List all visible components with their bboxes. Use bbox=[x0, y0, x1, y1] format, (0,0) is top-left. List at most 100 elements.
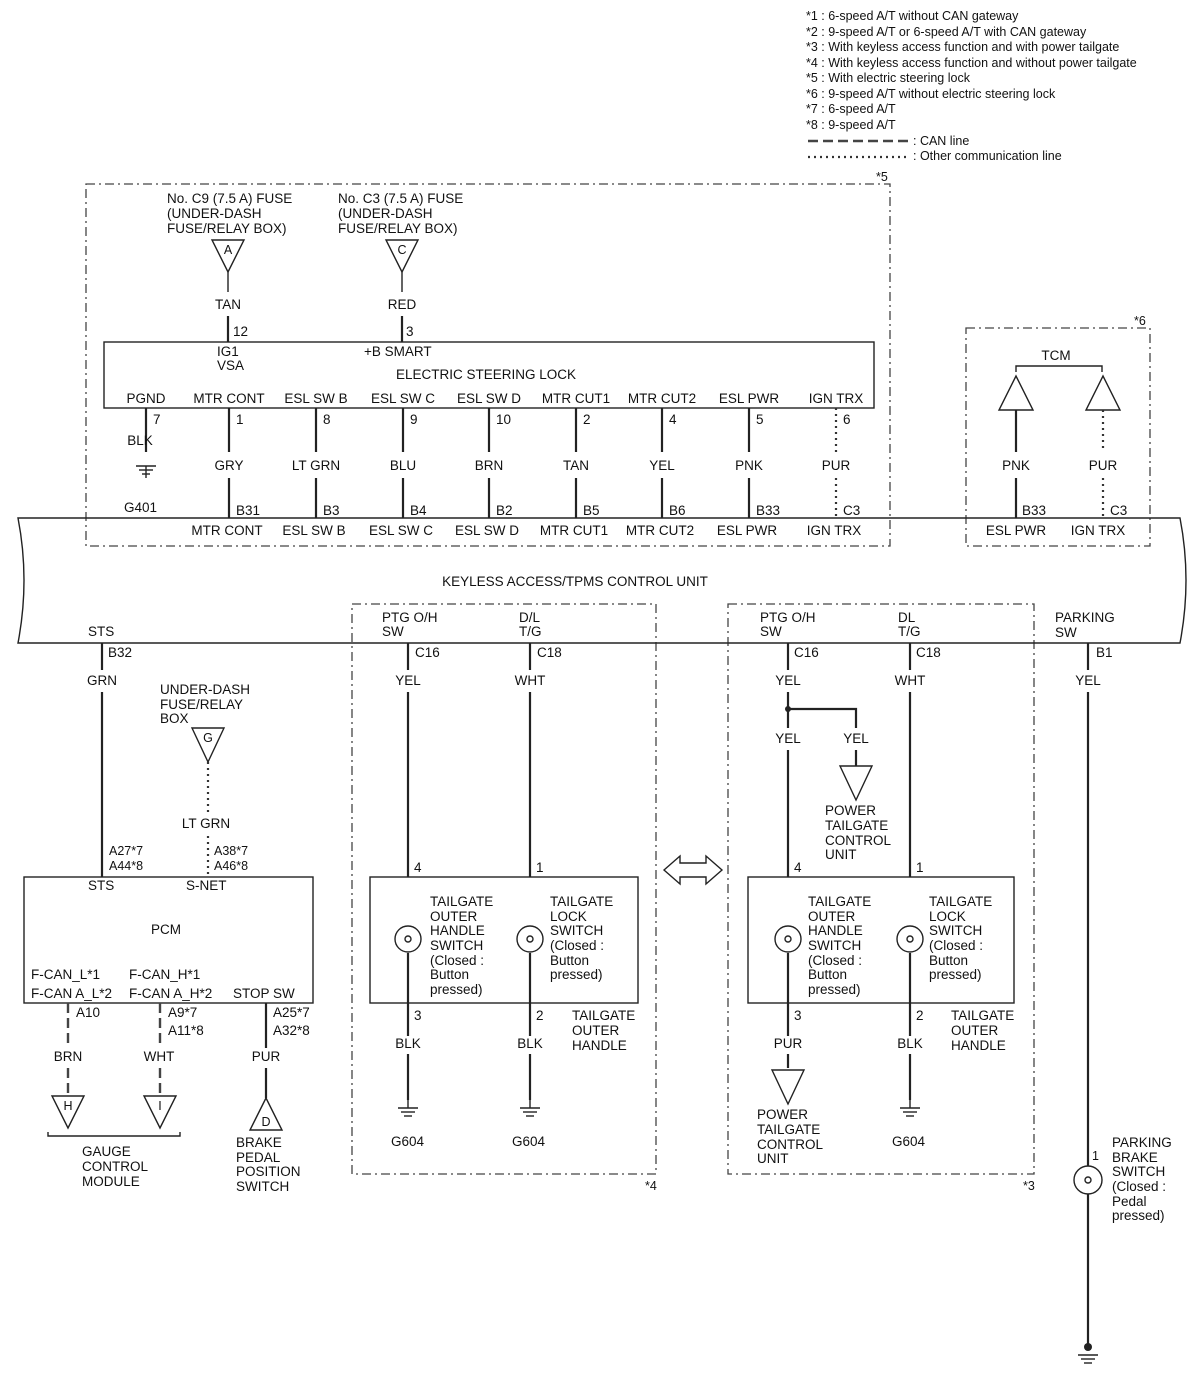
ground-g401: G401 bbox=[124, 465, 157, 515]
pin-number: A27*7 bbox=[109, 844, 143, 858]
switch-label: OUTER bbox=[430, 909, 478, 924]
pin-number: 2 bbox=[583, 412, 591, 427]
wire-color: GRY bbox=[214, 458, 243, 473]
device-label: HANDLE bbox=[951, 1038, 1006, 1053]
fuse-label: BOX bbox=[160, 711, 189, 726]
pin-number: C3 bbox=[1110, 503, 1127, 518]
pin-number: B31 bbox=[236, 503, 260, 518]
ground-label: G604 bbox=[892, 1134, 926, 1149]
pin-number: B2 bbox=[496, 503, 513, 518]
pcm-terminal-label: STOP SW bbox=[233, 986, 295, 1001]
pin-number: 4 bbox=[669, 412, 677, 427]
device-label: GAUGE bbox=[82, 1144, 131, 1159]
fuse-label: FUSE/RELAY BOX) bbox=[167, 221, 287, 236]
esl-title: ELECTRIC STEERING LOCK bbox=[396, 367, 576, 382]
connector-triangle bbox=[997, 374, 1035, 411]
connector-letter: C bbox=[397, 243, 406, 257]
pin-number: A38*7 bbox=[214, 844, 248, 858]
legend-note: *8 : 9-speed A/T bbox=[806, 118, 896, 132]
esl-terminal-label: VSA bbox=[217, 358, 244, 373]
connector-triangle bbox=[142, 1095, 178, 1130]
pcm: STS S-NET PCM F-CAN_L*1 F-CAN A_L*2 F-CA… bbox=[23, 876, 314, 1194]
device-label: Pedal bbox=[1112, 1194, 1147, 1209]
wire-color: YEL bbox=[843, 731, 869, 746]
legend-note: *2 : 9-speed A/T or 6-speed A/T with CAN… bbox=[806, 25, 1087, 39]
wire-color: BLK bbox=[897, 1036, 923, 1051]
pin-number: 1 bbox=[916, 860, 924, 875]
wire-color: RED bbox=[388, 297, 417, 312]
connector-letter: I bbox=[158, 1099, 161, 1113]
unit-terminal-label: ESL SW C bbox=[369, 523, 433, 538]
unit-terminal-label: MTR CUT1 bbox=[540, 523, 608, 538]
fuse-c9: No. C9 (7.5 A) FUSE (UNDER-DASH FUSE/REL… bbox=[167, 191, 292, 342]
gauge-bracket bbox=[47, 1132, 181, 1137]
pin-number: 4 bbox=[414, 860, 422, 875]
label-backdrop bbox=[516, 1036, 546, 1054]
fuse-label: (UNDER-DASH bbox=[167, 206, 262, 221]
ground-label: G604 bbox=[512, 1134, 546, 1149]
switch-contact bbox=[1084, 1176, 1092, 1184]
label-backdrop bbox=[394, 1036, 424, 1054]
device-label: pressed) bbox=[1112, 1208, 1165, 1223]
connector-triangle bbox=[838, 765, 874, 802]
switch-label: LOCK bbox=[929, 909, 966, 924]
connector-letter: A bbox=[224, 243, 233, 257]
pcm-terminal-label: F-CAN_L*1 bbox=[31, 967, 100, 982]
switch-label: SWITCH bbox=[430, 938, 483, 953]
device-label: OUTER bbox=[951, 1023, 999, 1038]
device-label: MODULE bbox=[82, 1174, 140, 1189]
pin-number: B6 bbox=[669, 503, 686, 518]
legend: *1 : 6-speed A/T without CAN gateway *2 … bbox=[806, 9, 1137, 163]
fuse-c3: No. C3 (7.5 A) FUSE (UNDER-DASH FUSE/REL… bbox=[338, 191, 463, 342]
connector-triangle bbox=[190, 727, 226, 764]
device-label: POSITION bbox=[236, 1164, 301, 1179]
device-label: CONTROL bbox=[825, 833, 891, 848]
connector-letter: H bbox=[63, 1099, 72, 1113]
esl-terminal-label: MTR CUT1 bbox=[542, 391, 610, 406]
pin-number: A46*8 bbox=[214, 859, 248, 873]
connector-letter: D bbox=[261, 1115, 270, 1129]
pcm-title: PCM bbox=[151, 922, 181, 937]
fuse-label: No. C9 (7.5 A) FUSE bbox=[167, 191, 292, 206]
tailgate-no-power: PTG O/H SW D/L T/G C16 C18 YEL WHT 4 1 T… bbox=[369, 610, 639, 1149]
pin-number: B33 bbox=[1022, 503, 1046, 518]
device-label: PARKING bbox=[1112, 1135, 1172, 1150]
wire-color: WHT bbox=[895, 673, 926, 688]
switch-label: (Closed : bbox=[808, 953, 862, 968]
switch-label: SWITCH bbox=[808, 938, 861, 953]
pin-number: 5 bbox=[756, 412, 764, 427]
pin-number: 3 bbox=[406, 324, 414, 339]
pin-number: C18 bbox=[537, 645, 562, 660]
device-label: POWER bbox=[825, 803, 876, 818]
wire-color: PUR bbox=[774, 1036, 803, 1051]
pin-number: C16 bbox=[794, 645, 819, 660]
unit-terminal-label: T/G bbox=[519, 624, 542, 639]
switch-label: Button bbox=[550, 953, 589, 968]
pin-number: 2 bbox=[916, 1008, 924, 1023]
device-label: BRAKE bbox=[236, 1135, 282, 1150]
unit-terminal-label: PTG O/H bbox=[382, 610, 438, 625]
connector-triangle bbox=[1084, 374, 1122, 411]
wire-color: WHT bbox=[515, 673, 546, 688]
label-backdrop bbox=[896, 1036, 926, 1054]
wire-color: BLK bbox=[395, 1036, 421, 1051]
wire-color: BLK bbox=[517, 1036, 543, 1051]
unit-terminal-label: SW bbox=[382, 624, 404, 639]
esl-terminal-label: IGN TRX bbox=[809, 391, 864, 406]
wire-color: PUR bbox=[822, 458, 851, 473]
control-unit-outline bbox=[17, 517, 1187, 644]
pin-number: 1 bbox=[536, 860, 544, 875]
fuse-label: (UNDER-DASH bbox=[338, 206, 433, 221]
switch-contact bbox=[404, 935, 412, 943]
device-label: TAILGATE bbox=[951, 1008, 1014, 1023]
switch-label: Button bbox=[430, 967, 469, 982]
wire-color: LT GRN bbox=[182, 816, 230, 831]
pin-number: A10 bbox=[76, 1005, 100, 1020]
switch-contact bbox=[906, 935, 914, 943]
switch-label: TAILGATE bbox=[808, 894, 871, 909]
legend-can-label: : CAN line bbox=[913, 134, 969, 148]
wire-color: TAN bbox=[563, 458, 589, 473]
esl-terminal-label: IG1 bbox=[217, 344, 239, 359]
unit-terminal-label: STS bbox=[88, 624, 114, 639]
legend-other-label: : Other communication line bbox=[913, 149, 1062, 163]
